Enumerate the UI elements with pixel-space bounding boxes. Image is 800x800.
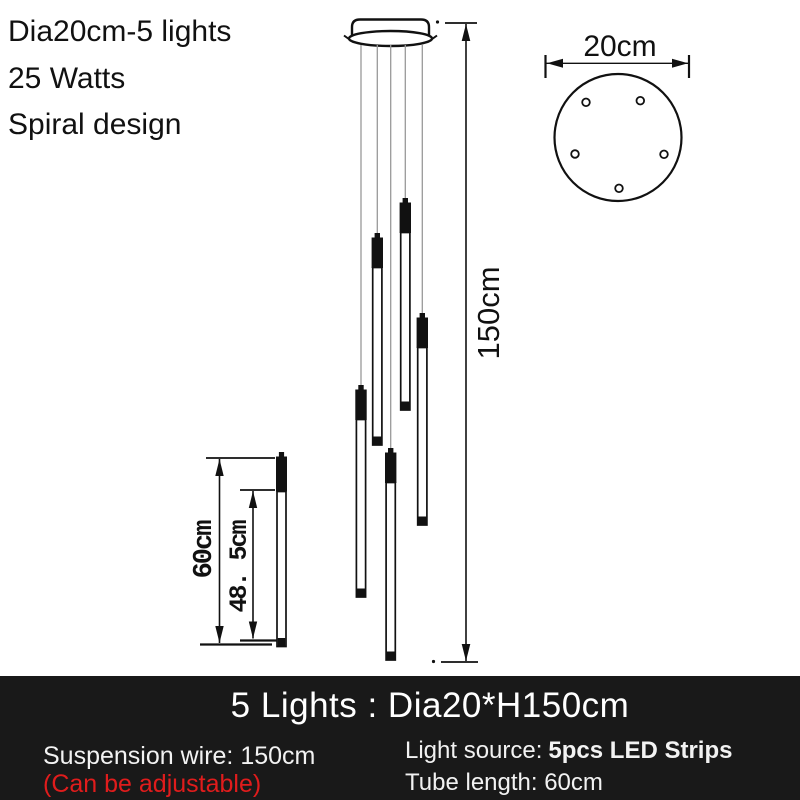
diameter-label: 20cm [583,30,656,63]
arrow-down-icon [461,644,471,661]
spec-title-block: Dia20cm-5 lights 25 Watts Spiral design [8,9,231,149]
adjustable-note: (Can be adjustable) [43,770,262,798]
plate-circle [553,72,683,203]
light-source-label: Light source: [405,737,543,764]
suspension-wire-text: Suspension wire: 150cm [43,742,316,770]
arrow-up-icon [215,459,224,476]
footer-banner: 5 Lights : Dia20*H150cm Suspension wire:… [0,676,800,800]
arrow-up-icon [461,24,471,41]
tube-length-label: 60cm [190,520,220,579]
spec-line-design: Spiral design [8,108,182,141]
mounting-holes [570,95,669,193]
pendant-tube [399,198,411,411]
height-label: 150cm [471,266,506,359]
arrow-down-icon [248,621,258,639]
canopy-base-plate [347,29,434,48]
arrow-up-icon [248,491,258,508]
footer-title: 5 Lights : Dia20*H150cm [230,686,630,725]
mounting-hole [581,97,591,107]
suspension-wires [360,45,423,449]
ceiling-canopy [343,18,438,48]
mounting-hole [570,149,580,159]
lit-length-label: 48. 5cm [225,520,254,613]
tube-length-dimension: 60cm [190,457,275,646]
arrow-right-icon [672,58,688,68]
diameter-dimension: 20cm [544,30,691,78]
tube-length-text: Tube length: 60cm [405,769,603,796]
mounting-hole [635,95,645,106]
spec-line-size: Dia20cm-5 lights [8,15,232,48]
height-dimension: 150cm [431,20,506,664]
arrow-down-icon [215,626,224,643]
spec-line-watts: 25 Watts [8,61,126,95]
arrow-left-icon [547,58,563,68]
top-view-plate: 20cm [544,30,691,203]
pendant-tube [416,313,428,526]
tube-detail [276,452,287,648]
mounting-hole [659,149,669,159]
pendant-tube [355,385,367,598]
light-source-value: 5pcs LED Strips [548,737,733,764]
light-source-text: Light source:5pcs LED Strips [405,737,732,765]
pendant-tube [371,233,383,446]
mounting-hole [614,183,624,193]
lit-length-dimension: 48. 5cm [225,489,277,642]
pendant-lamp-technical-drawing: 150cm 20cm 60cm [190,18,691,664]
pendant-tube [385,448,397,661]
